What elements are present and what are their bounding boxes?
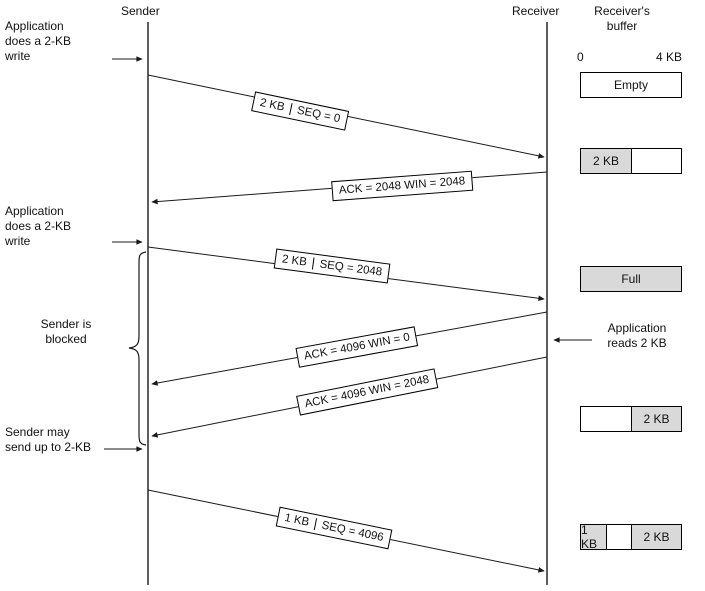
buffer-segment-filled: 2 KB xyxy=(581,149,631,173)
annotation-app-reads: Application reads 2 KB xyxy=(607,321,667,350)
segment-size-label: 2 KB xyxy=(281,253,308,269)
buffer-segment-filled: 2 KB xyxy=(631,525,681,549)
annotation-sender-may-send: Sender may send up to 2-KB xyxy=(5,425,92,454)
receiver-title: Receiver xyxy=(512,4,560,18)
buffer-segment-free xyxy=(581,407,631,431)
sender-title: Sender xyxy=(121,4,160,18)
buffer-segment: Empty xyxy=(581,73,681,97)
buffer-scale-start: 0 xyxy=(577,50,584,64)
buffer-segment-filled: 2 KB xyxy=(631,407,681,431)
buffer-segment-free xyxy=(631,149,681,173)
buffer-state-empty: Empty xyxy=(580,72,682,98)
segment-size-label: 1 KB xyxy=(283,511,311,529)
annotation-app-write-1: Application does a 2-KB write xyxy=(5,19,72,63)
buffer-state-1kb-2kb: 1 KB 2 KB xyxy=(580,523,682,551)
annotation-app-write-2: Application does a 2-KB write xyxy=(5,204,72,248)
buffer-state-full: Full xyxy=(580,266,682,292)
segment-size-label: 2 KB xyxy=(258,96,286,114)
buffer-scale-end: 4 KB xyxy=(655,50,682,64)
buffer-segment-free xyxy=(606,525,631,549)
blocked-brace xyxy=(128,251,147,446)
buffer-segment-filled: 1 KB xyxy=(581,523,606,551)
buffer-state-2kb: 2 KB xyxy=(580,148,682,174)
buffer-state-2kb-right: 2 KB xyxy=(580,406,682,432)
buffer-segment: Full xyxy=(581,267,681,291)
annotation-sender-blocked: Sender is blocked xyxy=(40,317,92,346)
buffer-title: Receiver's buffer xyxy=(594,4,650,33)
